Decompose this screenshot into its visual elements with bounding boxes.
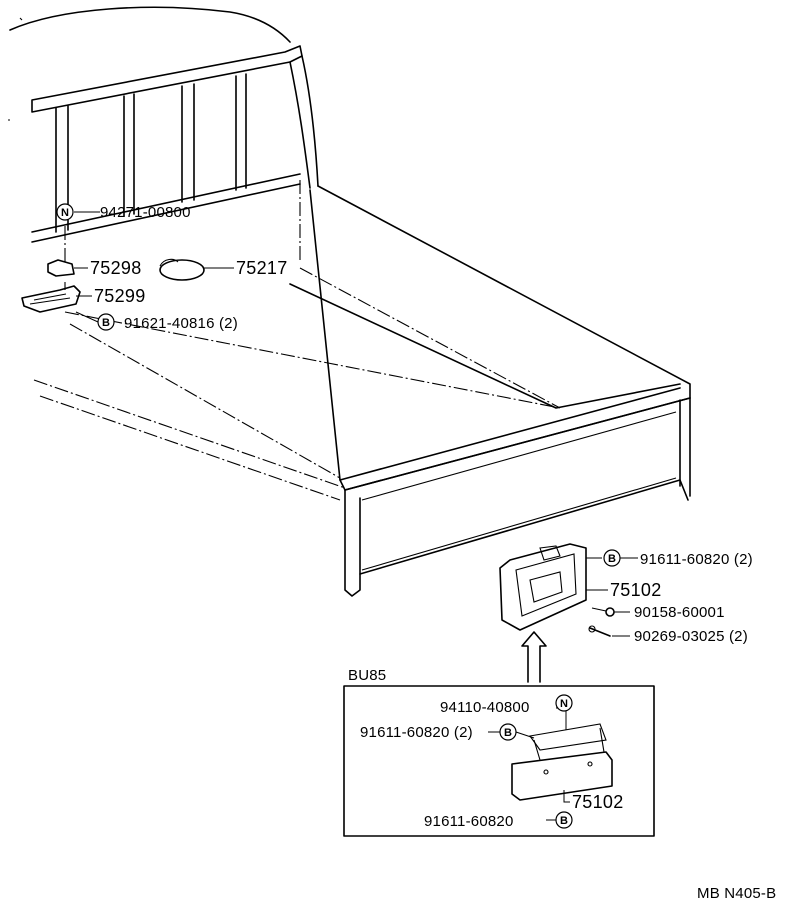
svg-text:94271-00800: 94271-00800 — [100, 204, 191, 221]
svg-text:91611-60820 (2): 91611-60820 (2) — [640, 551, 753, 568]
inset-callout-91611c: 91611-60820 B — [424, 811, 573, 830]
svg-text:91611-60820 (2): 91611-60820 (2) — [360, 724, 473, 741]
inset-title: BU85 — [348, 667, 386, 684]
inset-frame — [343, 685, 655, 837]
b-symbol-icon — [499, 723, 517, 741]
svg-text:B: B — [102, 317, 110, 329]
bracket-75102-drawing — [499, 543, 630, 683]
callout-75298: 75298 — [90, 258, 142, 278]
n-symbol-icon — [555, 694, 573, 712]
inset-callout-91611b: 91611-60820 (2) B — [360, 723, 517, 741]
svg-text:91611-60820: 91611-60820 — [424, 813, 514, 830]
svg-text:75102: 75102 — [572, 792, 624, 812]
inset-callout-94110: 94110-40800 N — [440, 694, 573, 716]
callout-91621: B 91621-40816 (2) — [97, 313, 238, 332]
svg-text:75217: 75217 — [236, 258, 288, 278]
bracket-75298-shape — [47, 259, 75, 277]
callout-91611a: B 91611-60820 (2) — [603, 549, 753, 568]
callout-75217: 75217 — [236, 258, 288, 278]
svg-text:75298: 75298 — [90, 258, 142, 278]
svg-text:90158-60001: 90158-60001 — [634, 604, 725, 621]
callout-75102a: 75102 — [610, 580, 662, 600]
svg-text:75102: 75102 — [610, 580, 662, 600]
svg-text:91621-40816 (2): 91621-40816 (2) — [124, 315, 238, 332]
svg-text:N: N — [560, 698, 568, 710]
truck-bed-drawing — [8, 6, 691, 597]
inset-callout-75102b: 75102 — [572, 792, 624, 812]
inset-plate-shape — [511, 751, 613, 801]
svg-text:B: B — [560, 815, 568, 827]
svg-text:B: B — [504, 727, 512, 739]
svg-text:N: N — [61, 207, 69, 219]
ring-75217-shape — [159, 259, 205, 281]
b-symbol-icon — [555, 811, 573, 829]
svg-text:B: B — [608, 553, 616, 565]
callout-94271: N 94271-00800 — [56, 203, 191, 221]
callout-75299: 75299 — [94, 286, 146, 306]
svg-text:94110-40800: 94110-40800 — [440, 699, 530, 716]
b-symbol-icon — [97, 313, 115, 331]
svg-text:90269-03025 (2): 90269-03025 (2) — [634, 628, 748, 645]
hinge-75299-shape — [21, 285, 81, 313]
n-symbol-icon — [56, 203, 74, 221]
svg-text:75299: 75299 — [94, 286, 146, 306]
callout-90158: 90158-60001 — [634, 604, 725, 621]
callout-90269: 90269-03025 (2) — [634, 628, 748, 645]
figure-code: MB N405-B — [697, 885, 776, 902]
inset-bu85 — [343, 685, 655, 837]
